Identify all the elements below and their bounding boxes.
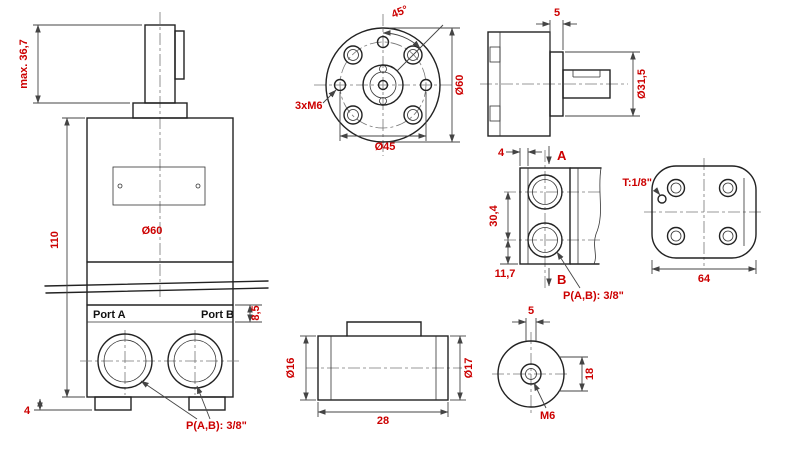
m6-hole — [333, 78, 347, 92]
dim-flange-thickness: 5 — [554, 7, 560, 19]
dim-key-width: 5 — [528, 305, 534, 317]
body-outline — [651, 165, 757, 259]
coupling-side-view: Ø16 Ø17 28 — [285, 321, 475, 427]
bolt-thread-note: 3xM6 — [295, 100, 323, 112]
shaft-key — [174, 30, 185, 80]
mount-plate-line — [45, 287, 269, 294]
body-end-view: T:1/8" 64 — [622, 158, 764, 285]
coupling-face-view: 5 18 M6 — [492, 305, 596, 422]
m6-hole — [419, 78, 433, 92]
mount-hole — [403, 105, 423, 125]
dim-port-spacing: 30,4 — [488, 204, 500, 226]
foot — [94, 396, 132, 411]
dim-body-diameter: Ø60 — [142, 225, 163, 237]
port-b-thread — [527, 222, 563, 258]
drain-thread-note: T:1/8" — [622, 177, 652, 189]
port-b-hole — [167, 333, 223, 389]
dim-diameter-left: Ø16 — [285, 358, 297, 379]
coupling-body — [317, 335, 449, 401]
dim-diameter-right: Ø17 — [463, 358, 475, 379]
port-block — [519, 167, 571, 265]
port-a-label: Port A — [93, 309, 126, 321]
dim-port-band-height: 8,5 — [250, 305, 262, 320]
motor-body-outline — [86, 117, 234, 398]
bolt-head — [666, 178, 686, 198]
section-label-b: B — [557, 272, 566, 287]
flange-outline — [325, 27, 441, 143]
thread-note: M6 — [540, 410, 555, 422]
mount-hole — [343, 45, 363, 65]
mount-hole — [343, 105, 363, 125]
mount-plate-line — [44, 280, 269, 287]
port-face-view: A B 4 30,4 11,7 P(A,B): 3/8" — [488, 146, 624, 302]
bolt-circle — [339, 41, 427, 129]
coupling-outline — [497, 340, 565, 408]
dim-body-height: 110 — [49, 231, 61, 249]
bolt-head — [718, 226, 738, 246]
dim-foot-height: 4 — [24, 405, 31, 417]
dim-length: 28 — [377, 415, 389, 427]
dim-port-to-bottom: 11,7 — [495, 268, 516, 280]
flange-face-view: 45° 3xM6 Ø60 Ø45 — [295, 4, 466, 156]
shaft-hub — [362, 64, 404, 106]
port-a-thread — [527, 174, 563, 210]
foot — [188, 396, 226, 411]
ports-thread-note: P(A,B): 3/8" — [563, 290, 624, 302]
ports-thread-note: P(A,B): 3/8" — [186, 420, 247, 432]
dim-body-width: 64 — [698, 273, 711, 285]
dim-bolt-circle-diameter: Ø45 — [375, 141, 396, 153]
output-shaft — [562, 69, 611, 99]
section-label-a: A — [557, 148, 567, 163]
coupling-boss — [346, 321, 422, 337]
bolt-head — [666, 226, 686, 246]
dim-height: 18 — [584, 368, 596, 380]
dim-shaft-height: max. 36,7 — [18, 39, 30, 89]
mount-slot — [489, 46, 501, 63]
name-plate — [112, 166, 206, 206]
dim-bolt-angle: 45° — [390, 4, 410, 21]
port-b-label: Port B — [201, 309, 234, 321]
drain-port-hole — [657, 194, 667, 204]
dim-pilot-diameter: Ø31,5 — [636, 69, 648, 99]
flange-side-view: 5 Ø31,5 — [480, 7, 648, 137]
port-a-hole — [97, 333, 153, 389]
dim-outer-diameter: Ø60 — [454, 75, 466, 96]
mount-slot — [489, 105, 501, 122]
dim-face-offset: 4 — [498, 147, 505, 159]
thread-hole — [520, 363, 542, 385]
front-view: max. 36,7 110 Ø60 Port A Port B 8,5 4 P(… — [18, 12, 269, 432]
bolt-head — [718, 178, 738, 198]
break-line — [593, 167, 602, 265]
